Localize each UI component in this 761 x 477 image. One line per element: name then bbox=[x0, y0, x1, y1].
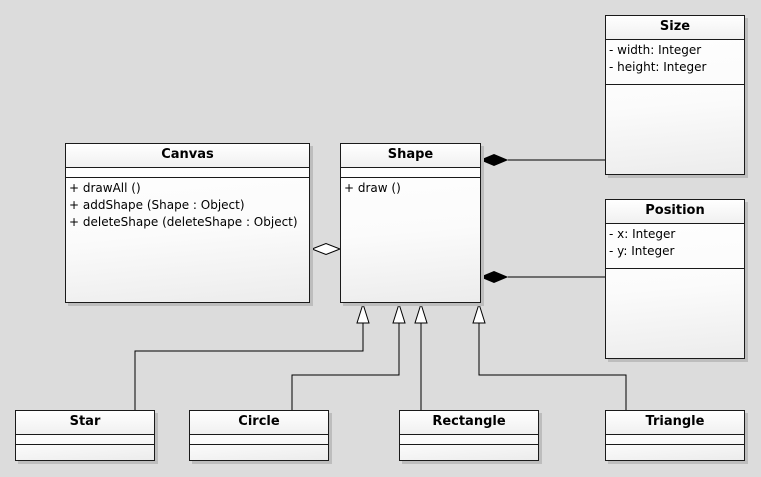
attributes-section bbox=[16, 435, 154, 445]
generalization-arrow-star bbox=[356, 302, 370, 324]
generalization-line-star bbox=[134, 323, 364, 410]
composition-diamond-position bbox=[479, 270, 509, 284]
class-name: Shape bbox=[341, 144, 480, 168]
operations-section bbox=[606, 85, 744, 89]
attributes-section bbox=[190, 435, 328, 445]
operations-section: + draw () bbox=[341, 178, 480, 199]
attributes-section: - x: Integer - y: Integer bbox=[606, 224, 744, 269]
class-star[interactable]: Star bbox=[15, 410, 155, 461]
attribute: - height: Integer bbox=[609, 60, 707, 74]
attributes-section: - width: Integer - height: Integer bbox=[606, 40, 744, 85]
class-position[interactable]: Position - x: Integer - y: Integer bbox=[605, 199, 745, 359]
aggregation-diamond bbox=[310, 242, 342, 256]
attribute: - x: Integer bbox=[609, 227, 676, 241]
operation: + drawAll () bbox=[69, 181, 141, 195]
operations-section: + drawAll () + addShape (Shape : Object)… bbox=[66, 178, 309, 233]
class-name: Triangle bbox=[606, 411, 744, 435]
operation: + addShape (Shape : Object) bbox=[69, 198, 245, 212]
class-rectangle[interactable]: Rectangle bbox=[399, 410, 539, 461]
class-name: Rectangle bbox=[400, 411, 538, 435]
class-circle[interactable]: Circle bbox=[189, 410, 329, 461]
generalization-arrow-triangle bbox=[472, 302, 486, 324]
generalization-arrow-rectangle bbox=[414, 302, 428, 324]
attribute: - y: Integer bbox=[609, 244, 675, 258]
operation: + deleteShape (deleteShape : Object) bbox=[69, 215, 298, 229]
operations-section bbox=[606, 269, 744, 273]
class-name: Size bbox=[606, 16, 744, 40]
generalization-line-circle bbox=[291, 323, 400, 410]
generalization-arrow-circle bbox=[392, 302, 406, 324]
class-name: Position bbox=[606, 200, 744, 224]
composition-diamond-size bbox=[479, 153, 509, 167]
operation: + draw () bbox=[344, 181, 401, 195]
class-name: Circle bbox=[190, 411, 328, 435]
class-shape[interactable]: Shape + draw () bbox=[340, 143, 481, 303]
class-canvas[interactable]: Canvas + drawAll () + addShape (Shape : … bbox=[65, 143, 310, 303]
class-name: Star bbox=[16, 411, 154, 435]
attributes-section bbox=[400, 435, 538, 445]
attribute: - width: Integer bbox=[609, 43, 702, 57]
attributes-section bbox=[341, 168, 480, 178]
attributes-section bbox=[66, 168, 309, 178]
generalization-line-triangle bbox=[478, 323, 627, 410]
class-size[interactable]: Size - width: Integer - height: Integer bbox=[605, 15, 745, 175]
attributes-section bbox=[606, 435, 744, 445]
class-name: Canvas bbox=[66, 144, 309, 168]
class-triangle[interactable]: Triangle bbox=[605, 410, 745, 461]
